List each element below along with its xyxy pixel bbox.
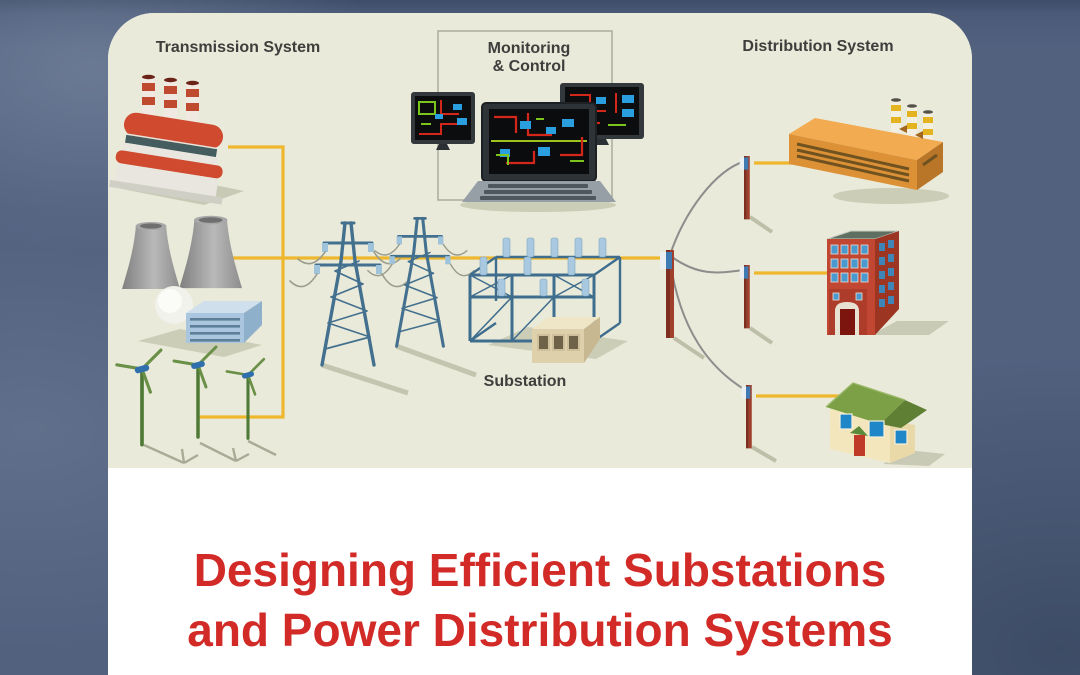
distribution-pole-icon [660, 156, 778, 463]
monitoring-label-line1: Monitoring [488, 40, 571, 57]
title-panel: Designing Efficient Substations and Powe… [108, 468, 972, 675]
distribution-system-label: Distribution System [742, 38, 893, 55]
substation-label: Substation [484, 373, 567, 390]
monitoring-label-line2: & Control [493, 58, 566, 75]
factory-icon [789, 98, 949, 204]
page-title: Designing Efficient Substations and Powe… [187, 540, 892, 660]
page-title-line1: Designing Efficient Substations [193, 544, 887, 596]
substation-icon [468, 237, 628, 363]
featured-image-card: Transmission System Monitoring & Control… [108, 13, 972, 675]
transmission-system-label: Transmission System [156, 39, 321, 56]
office-building-icon [826, 230, 949, 335]
substation-building [532, 317, 600, 363]
monitoring-computers-icon [411, 83, 644, 212]
house-icon [825, 382, 945, 466]
page-title-line2: and Power Distribution Systems [187, 604, 893, 656]
power-grid-diagram: Transmission System Monitoring & Control… [108, 13, 972, 468]
cooling-towers-icon [122, 215, 262, 357]
distribution-wires [669, 160, 748, 392]
transmission-towers-icon [288, 216, 477, 396]
wind-turbines-icon [114, 345, 277, 465]
power-plant-icon [108, 74, 244, 205]
